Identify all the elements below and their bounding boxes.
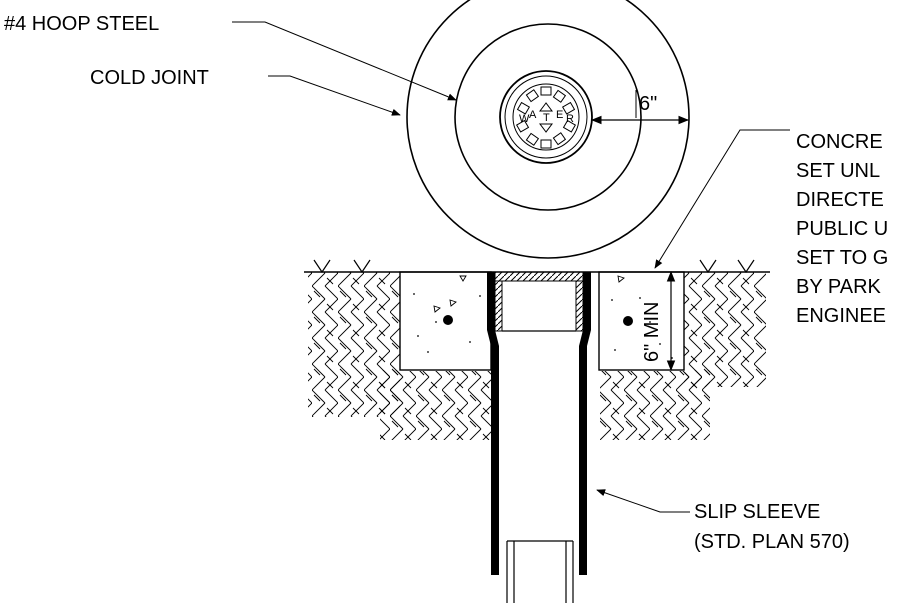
slip-sleeve-label: SLIP SLEEVE: [694, 501, 820, 523]
valve-riser-pipe: [506, 540, 574, 603]
soil-under-right: [600, 370, 710, 440]
concrete-note-line-6: BY PARK: [796, 276, 882, 298]
lid-letter-w: W: [519, 113, 530, 125]
concrete-note-line-1: CONCRE: [796, 131, 883, 153]
lid-letter-t: T: [543, 112, 550, 124]
section-leaders: CONCRE SET UNL DIRECTE PUBLIC U SET TO G…: [596, 129, 888, 553]
dim-6in-min-label: 6" MIN: [641, 302, 663, 362]
concrete-note-line-4: PUBLIC U: [796, 218, 888, 240]
concrete-note-line-5: SET TO G: [796, 247, 888, 269]
lid-letter-a: A: [529, 109, 537, 121]
hoop-steel-bar-left: [443, 315, 453, 325]
hoop-steel-bar-right: [623, 316, 633, 326]
lid-letter-r: R: [566, 113, 574, 125]
std-plan-label: (STD. PLAN 570): [694, 531, 850, 553]
slip-sleeve-section: [487, 272, 591, 575]
concrete-note: CONCRE SET UNL DIRECTE PUBLIC U SET TO G…: [796, 131, 888, 327]
plan-leaders: #4 HOOP STEEL COLD JOINT: [4, 13, 457, 116]
lid-letter-e: E: [556, 109, 563, 121]
valve-box-cap: [494, 271, 584, 332]
cold-joint-label: COLD JOINT: [90, 67, 209, 89]
concrete-note-line-3: DIRECTE: [796, 189, 884, 211]
water-lid-icon: W A T E R: [499, 70, 593, 164]
soil-under-left: [380, 370, 492, 440]
concrete-note-line-7: ENGINEE: [796, 305, 886, 327]
section-view: 6" MIN: [304, 259, 770, 603]
dim-6in-label: 6": [639, 93, 657, 115]
soil-right: [684, 272, 766, 387]
plan-view: W A T E R 6": [406, 0, 690, 259]
concrete-note-line-2: SET UNL: [796, 160, 880, 182]
hoop-steel-label: #4 HOOP STEEL: [4, 13, 159, 35]
